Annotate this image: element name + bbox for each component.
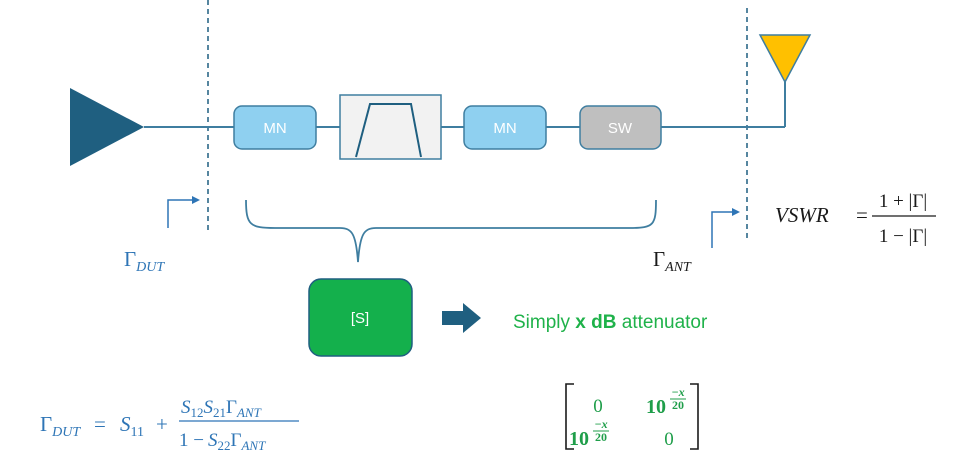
- matrix-a12: 10 −x 20: [646, 385, 686, 418]
- group-brace: [245, 199, 657, 263]
- amplifier-icon: [70, 88, 144, 166]
- switch-block: SW: [579, 105, 662, 150]
- svg-text:−x: −x: [671, 385, 684, 399]
- mn2-label: MN: [493, 120, 516, 137]
- matching-network-block-2: MN: [463, 105, 547, 150]
- vswr-lhs: VSWR: [775, 203, 829, 227]
- formula-lhs: ΓDUT: [40, 412, 81, 440]
- formula-s11: S11: [120, 412, 144, 440]
- vswr-eq: =: [856, 203, 868, 227]
- attenuator-matrix: 0 10 −x 20 10 −x 20 0: [565, 383, 699, 450]
- bandpass-filter-icon: [355, 103, 422, 158]
- bandpass-filter-block: [339, 94, 442, 160]
- antenna-icon: [758, 34, 812, 84]
- gamma-dut-arrow: [167, 199, 194, 228]
- s-block-label: [S]: [351, 310, 369, 327]
- matrix-left-bracket: [565, 383, 574, 450]
- matching-network-block-1: MN: [233, 105, 317, 150]
- vswr-formula: VSWR = 1 + |Γ| 1 − |Γ|: [775, 191, 936, 247]
- formula-denominator: 1 −S22ΓANT: [179, 430, 266, 450]
- sw-label: SW: [608, 120, 633, 137]
- matrix-a21: 10 −x 20: [569, 417, 609, 450]
- svg-text:20: 20: [672, 398, 684, 412]
- formula-eq: =: [94, 412, 106, 436]
- matrix-a22: 0: [664, 429, 674, 450]
- gamma-ant-arrow: [711, 211, 733, 248]
- svg-text:10: 10: [569, 428, 589, 450]
- svg-text:−x: −x: [594, 417, 607, 431]
- svg-text:10: 10: [646, 396, 666, 418]
- vswr-numerator: 1 + |Γ|: [879, 191, 927, 212]
- gamma-ant-arrowhead: [732, 208, 740, 216]
- vswr-denominator: 1 − |Γ|: [879, 226, 927, 247]
- gamma-dut-formula: ΓDUT = S11 + S12S21ΓANT 1 −S22ΓANT: [40, 397, 299, 450]
- matrix-a11: 0: [593, 396, 603, 417]
- gamma-ant-label: ΓANT: [653, 247, 692, 275]
- right-arrow-icon: [442, 303, 481, 333]
- svg-text:20: 20: [595, 430, 607, 444]
- attenuator-text: Simply x dB attenuator: [513, 312, 708, 333]
- formula-plus: +: [156, 412, 168, 436]
- mn1-label: MN: [263, 120, 286, 137]
- matrix-right-bracket: [690, 383, 699, 450]
- s-parameter-block: [S]: [308, 278, 413, 357]
- formula-numerator: S12S21ΓANT: [181, 397, 262, 420]
- gamma-dut-label: ΓDUT: [124, 247, 165, 275]
- gamma-dut-arrowhead: [192, 196, 200, 204]
